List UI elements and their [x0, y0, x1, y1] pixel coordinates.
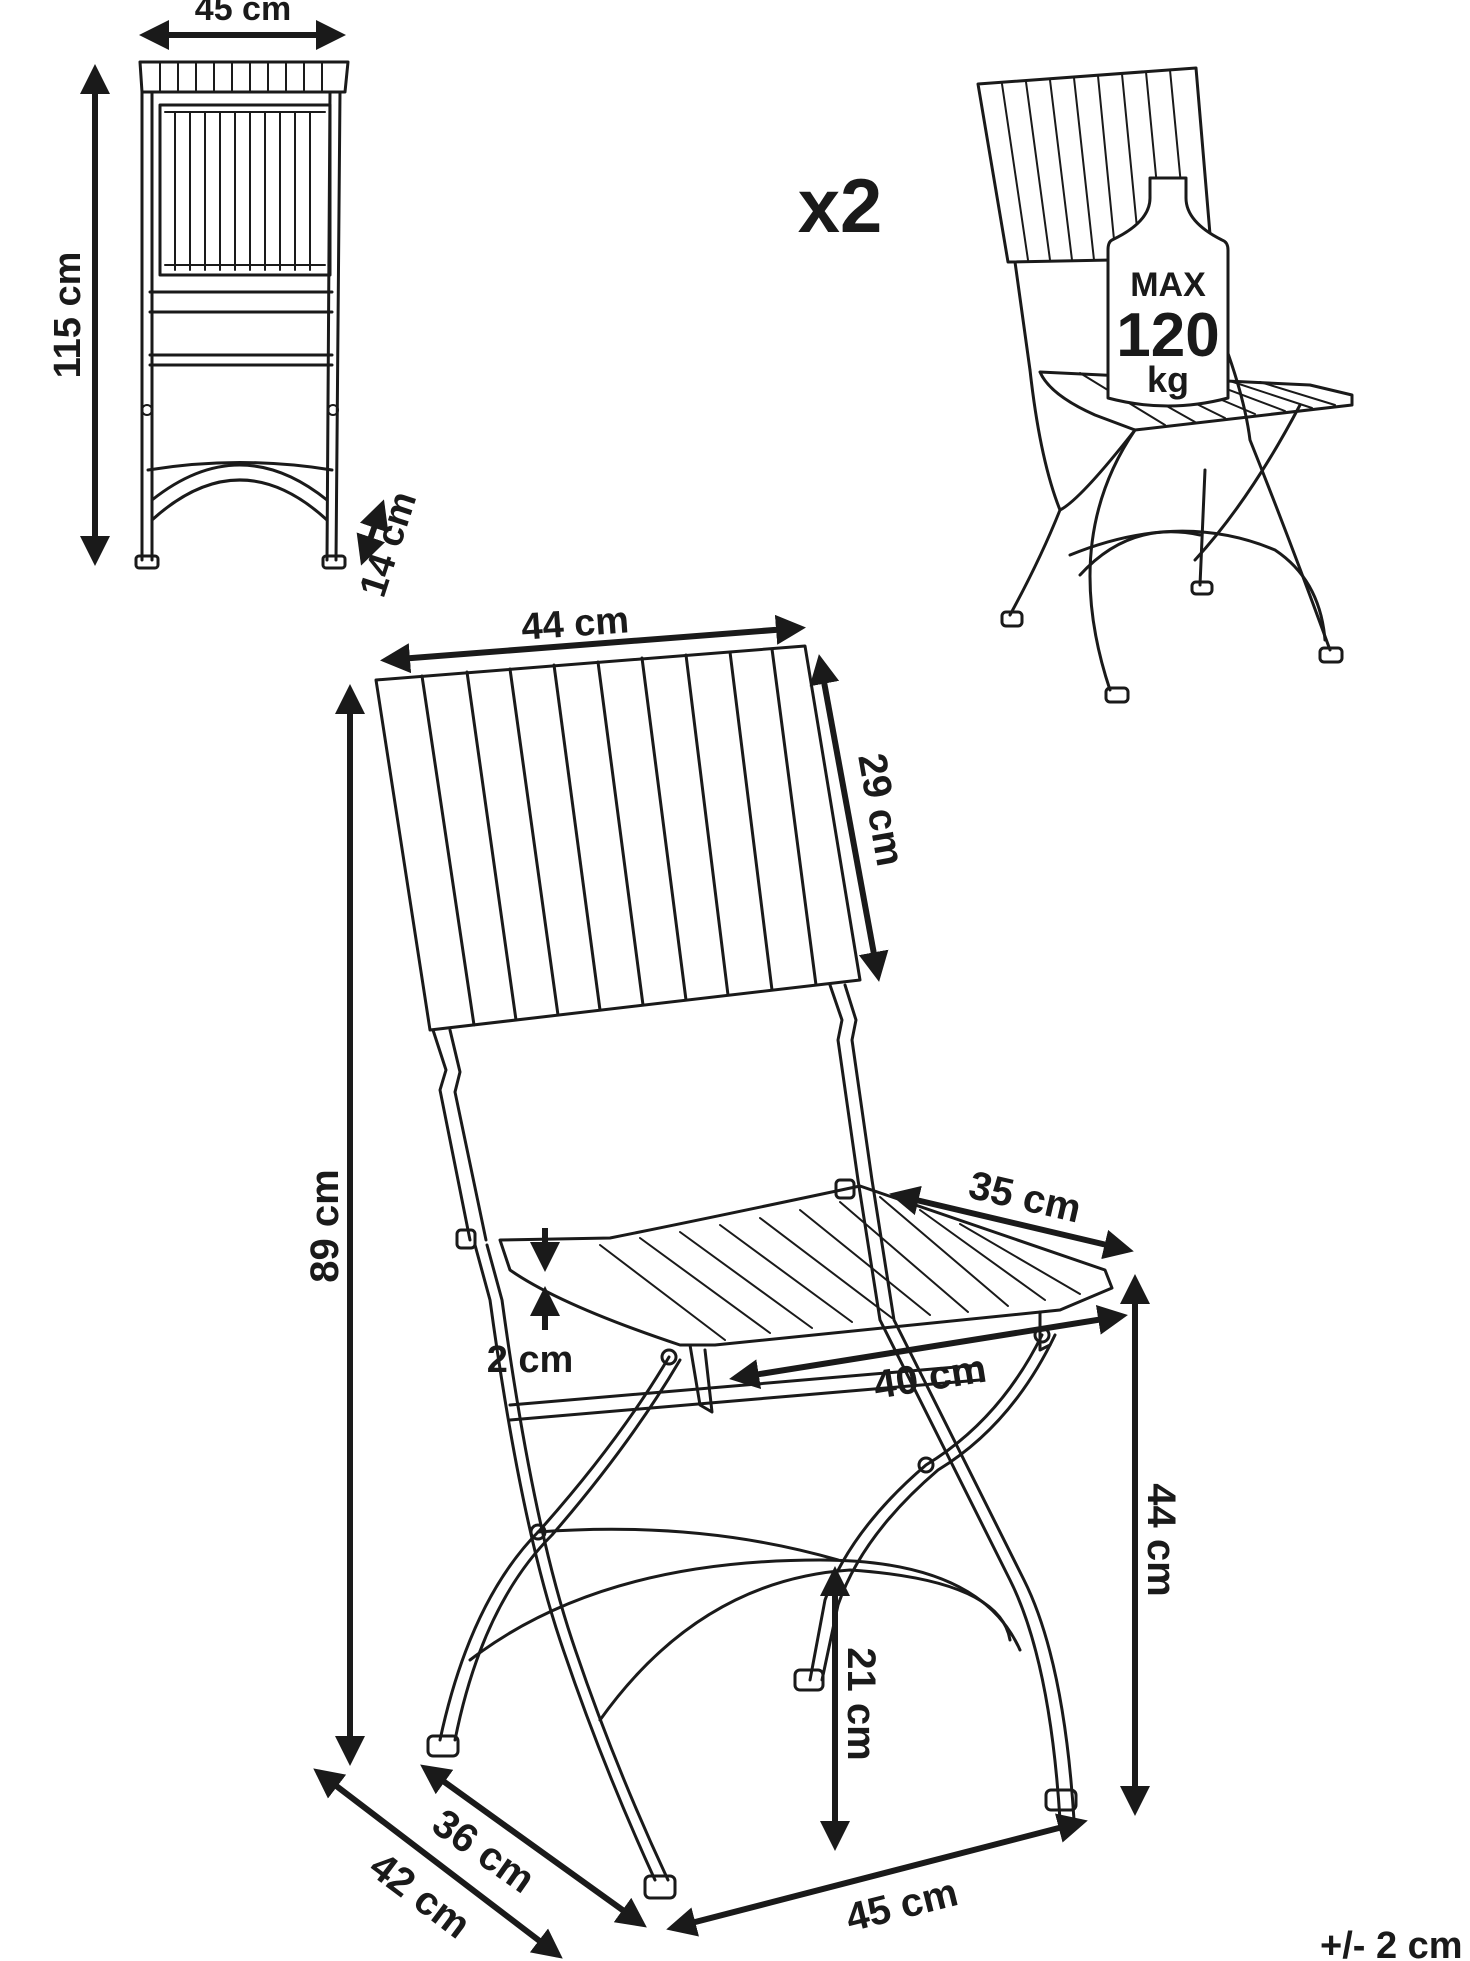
folded-height-label: 115 cm	[47, 252, 89, 379]
max-load-line2: 120	[1116, 301, 1219, 370]
seat-thickness-label: 2 cm	[487, 1339, 574, 1381]
max-load-badge: MAX 120 kg	[1106, 176, 1230, 408]
quantity-label: x2	[798, 164, 883, 249]
base-width-arrow	[666, 1813, 1088, 1937]
perspective-chair-view: MAX 120 kg	[976, 66, 1354, 704]
seat-depth-arrow	[889, 1185, 1134, 1260]
folded-chair-drawing	[134, 60, 350, 570]
folded-width-label: 45 cm	[195, 0, 291, 28]
max-load-line1: MAX	[1130, 266, 1206, 304]
main-chair-view: 44 cm 29 cm 89 cm 35 cm 2 cm 40 cm 44 cm…	[303, 599, 1183, 1959]
outer-depth-arrow	[313, 1768, 563, 1959]
crossbar-height-label: 21 cm	[839, 1647, 883, 1760]
seat-width-arrow	[729, 1304, 1128, 1390]
backrest-width-label: 44 cm	[520, 599, 630, 648]
seat-depth-label: 35 cm	[965, 1163, 1085, 1231]
folded-depth-label: 14 cm	[352, 487, 425, 602]
total-height-label: 89 cm	[303, 1169, 347, 1282]
seat-height-label: 44 cm	[1139, 1483, 1183, 1596]
tolerance-note: +/- 2 cm	[1320, 1925, 1463, 1961]
bottle-icon	[1106, 176, 1230, 408]
max-load-line3: kg	[1147, 359, 1189, 400]
backrest-height-arrow	[809, 654, 889, 982]
backrest-height-label: 29 cm	[849, 750, 912, 869]
main-chair-drawing	[374, 644, 1114, 1900]
folded-depth-arrow	[356, 499, 389, 566]
backrest-width-arrow	[380, 614, 806, 674]
folded-chair-view: 45 cm 115 cm 14 cm	[47, 0, 425, 602]
